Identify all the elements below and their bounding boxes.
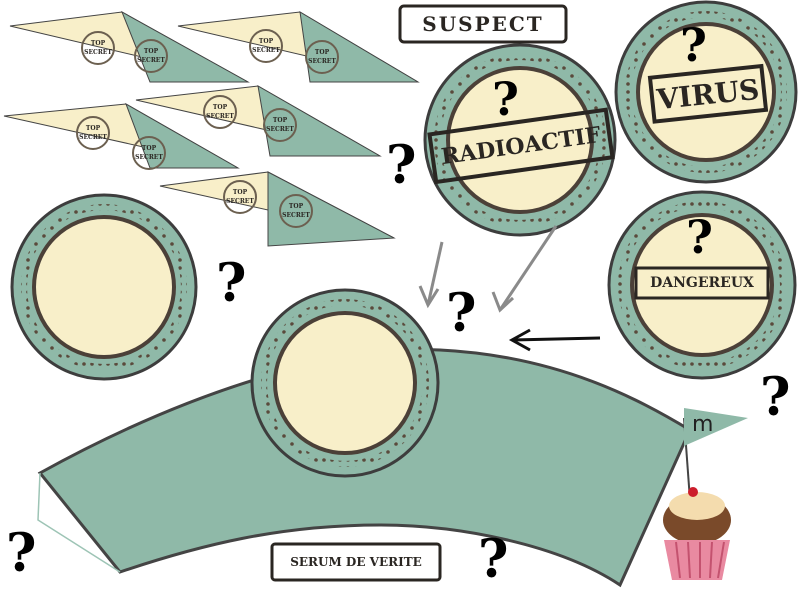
seal-top: TOP bbox=[212, 104, 228, 111]
seal-top: TOP bbox=[141, 145, 157, 152]
serum-label: SERUM DE VERITE bbox=[290, 555, 422, 569]
seal-top: TOP bbox=[143, 48, 159, 55]
seal-secret: SECRET bbox=[206, 113, 234, 120]
seal-secret: SECRET bbox=[266, 126, 294, 133]
seal-secret: SECRET bbox=[79, 134, 107, 141]
seal-top: TOP bbox=[314, 49, 330, 56]
seal-top: TOP bbox=[272, 117, 288, 124]
seal-secret: SECRET bbox=[282, 212, 310, 219]
cupcake-image bbox=[663, 408, 748, 580]
suspect-label: SUSPECT bbox=[422, 12, 544, 36]
round-stamp-center bbox=[250, 288, 440, 478]
question-mark: ? bbox=[680, 18, 707, 72]
seal-secret: SECRET bbox=[252, 47, 280, 54]
pennant-row-3 bbox=[159, 171, 396, 247]
flag-label: m bbox=[692, 412, 714, 437]
seal-secret: SECRET bbox=[137, 57, 165, 64]
question-mark: ? bbox=[760, 367, 791, 428]
suspect-stamp-frame bbox=[398, 4, 568, 44]
serum-stamp-frame bbox=[270, 542, 442, 582]
seal-top: TOP bbox=[90, 40, 106, 47]
seal-top: TOP bbox=[288, 203, 304, 210]
arrow-black bbox=[508, 328, 601, 352]
question-mark: ? bbox=[6, 523, 37, 584]
question-mark: ? bbox=[686, 210, 713, 264]
round-stamp-virus bbox=[614, 0, 798, 184]
seal-secret: SECRET bbox=[84, 49, 112, 56]
dangereux-label: DANGEREUX bbox=[650, 275, 754, 291]
question-mark: ? bbox=[386, 135, 417, 196]
seal-top: TOP bbox=[85, 125, 101, 132]
round-stamp-radioactif bbox=[423, 43, 617, 237]
question-mark: ? bbox=[446, 283, 477, 344]
seal-top: TOP bbox=[232, 189, 248, 196]
wrapper-tab bbox=[37, 472, 121, 573]
seal-secret: SECRET bbox=[308, 58, 336, 65]
pennant-seals bbox=[76, 29, 339, 228]
question-mark: ? bbox=[216, 253, 247, 314]
arrows bbox=[418, 225, 558, 313]
pennant-row-1 bbox=[9, 10, 420, 83]
pennant-row-2 bbox=[3, 85, 382, 169]
question-mark: ? bbox=[492, 72, 519, 126]
seal-secret: SECRET bbox=[226, 198, 254, 205]
question-mark: ? bbox=[478, 529, 509, 590]
round-stamp-dangereux bbox=[607, 190, 797, 380]
round-stamp-empty bbox=[10, 193, 198, 381]
seal-secret: SECRET bbox=[135, 154, 163, 161]
seal-top: TOP bbox=[258, 38, 274, 45]
